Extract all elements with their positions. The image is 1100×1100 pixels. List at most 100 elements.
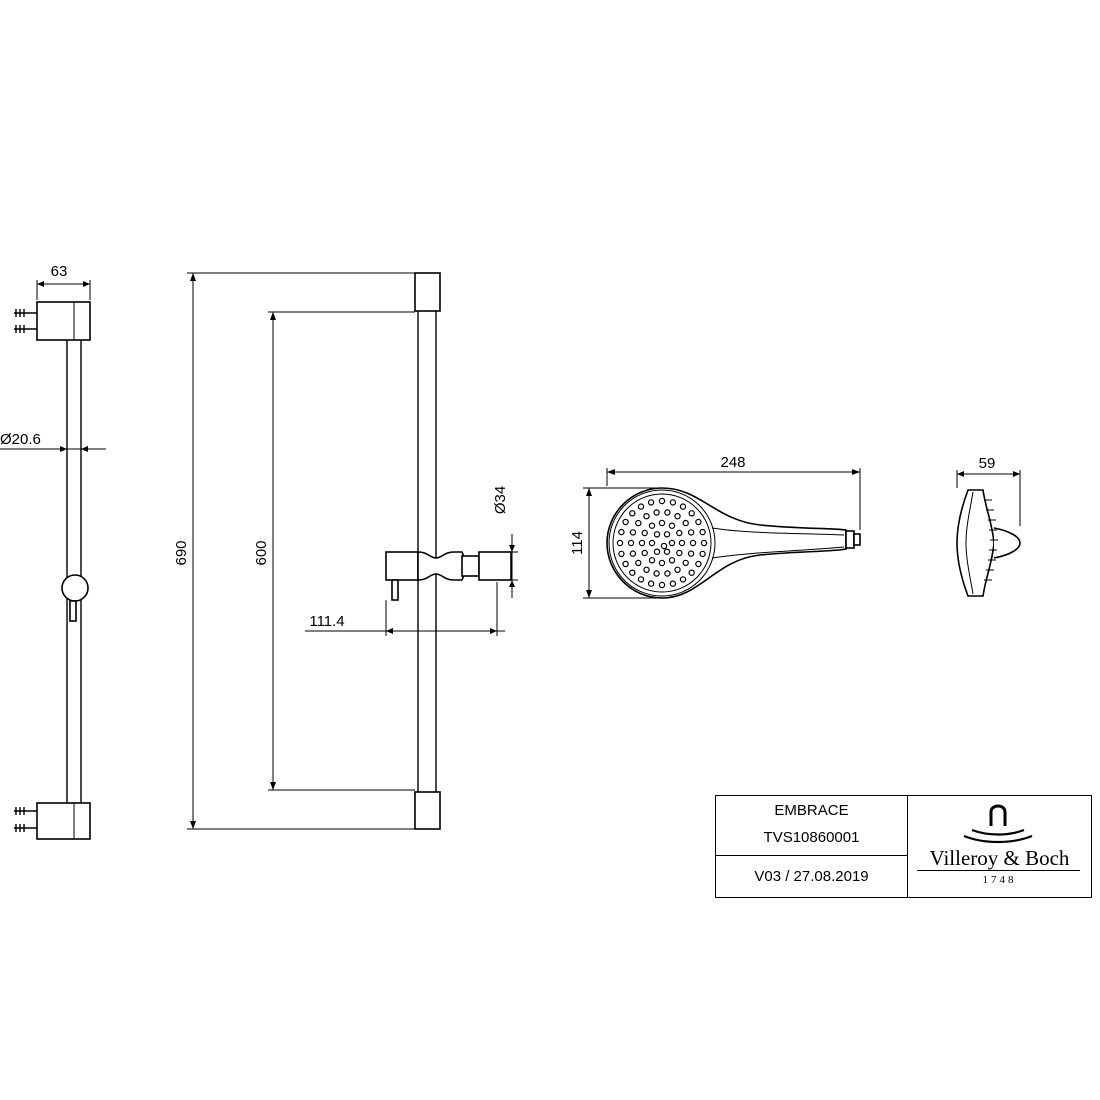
spray-nozzle (637, 576, 645, 583)
head-length-label: 248 (720, 454, 745, 471)
dimension-rail-length-total: 690 (173, 272, 415, 830)
spray-nozzle (643, 513, 650, 520)
spray-nozzle (679, 503, 687, 510)
rail-front-view: 690 600 Ø34 111.4 (173, 272, 518, 830)
product-code: TVS10860001 (763, 829, 860, 846)
head-width-label: 114 (569, 531, 586, 555)
spray-nozzle (674, 566, 681, 574)
brand-logo: Villeroy & Boch 1748 (908, 796, 1091, 897)
spray-nozzle (658, 497, 666, 505)
spray-nozzle (629, 529, 637, 536)
dimension-head-depth: 59 (956, 455, 1021, 526)
spray-nozzle (669, 499, 677, 506)
spray-nozzle (653, 548, 661, 555)
dimension-rail-length-inner: 600 (253, 311, 415, 791)
spray-nozzles (616, 497, 708, 589)
spray-nozzle (647, 499, 655, 506)
bottom-wall-bracket (36, 802, 91, 840)
spray-nozzle (643, 566, 650, 574)
holder-diameter-label: Ø34 (492, 486, 509, 514)
brand-name: Villeroy & Boch (929, 846, 1070, 870)
drawing-version: V03 / 27.08.2019 (754, 868, 869, 885)
spray-nozzle (629, 569, 636, 576)
brand-emblem-icon (963, 804, 1033, 844)
spray-nozzle (669, 580, 677, 587)
spray-nozzle (635, 559, 642, 567)
spray-nozzle (648, 557, 656, 564)
spray-nozzle (660, 542, 668, 550)
spray-nozzle (622, 518, 629, 526)
dimension-rail-diameter: Ø20.6 (0, 431, 106, 452)
spray-nozzle (618, 550, 625, 558)
spray-nozzle (668, 522, 676, 529)
spray-nozzle (688, 510, 695, 517)
title-block: EMBRACE TVS10860001 V03 / 27.08.2019 Vil… (715, 795, 1092, 898)
head-depth-label: 59 (979, 455, 996, 472)
slider-holder (385, 551, 512, 601)
spray-nozzle (637, 503, 645, 510)
spray-nozzle (689, 539, 697, 547)
hand-shower-front-view: 248 114 (569, 454, 861, 599)
spray-nozzle (658, 559, 666, 567)
top-wall-bracket (36, 301, 91, 341)
rail-length-inner-label: 600 (253, 540, 270, 565)
spray-nozzle (687, 550, 695, 557)
spray-nozzle (627, 539, 635, 547)
rail-side-view: 63 Ø20.6 (0, 263, 106, 840)
spray-nozzle (629, 550, 637, 557)
brand-underline (917, 870, 1080, 871)
dimension-head-length: 248 (606, 454, 861, 530)
spray-nozzle (664, 509, 671, 516)
spray-nozzle (678, 539, 686, 547)
product-name: EMBRACE (774, 802, 849, 819)
spray-nozzle (618, 528, 625, 536)
spray-nozzle (676, 549, 683, 557)
spray-nozzle (699, 528, 706, 536)
holder-offset-label: 111.4 (309, 613, 344, 630)
spray-nozzle (658, 581, 666, 589)
spray-nozzle (676, 529, 683, 537)
spray-nozzle (687, 529, 695, 536)
spray-nozzle (616, 539, 624, 547)
spray-nozzle (668, 539, 676, 547)
spray-nozzle (679, 576, 687, 583)
spray-nozzle (647, 580, 655, 587)
spray-nozzle (635, 519, 642, 527)
spray-nozzle (695, 560, 702, 568)
spray-nozzle (641, 529, 648, 537)
spray-nozzle (653, 570, 660, 577)
spray-nozzle (664, 570, 671, 577)
spray-nozzle (668, 557, 676, 564)
dimension-bracket-depth: 63 (36, 263, 91, 300)
top-end-cap (414, 272, 441, 312)
holder-knob (61, 574, 89, 602)
spray-nozzle (682, 519, 689, 527)
spray-nozzle (653, 531, 661, 538)
spray-nozzle (653, 509, 660, 516)
title-block-divider (716, 855, 907, 856)
spray-nozzle (682, 559, 689, 567)
holder-peg (69, 600, 77, 622)
title-block-info: EMBRACE TVS10860001 V03 / 27.08.2019 (716, 796, 908, 897)
bracket-depth-label: 63 (51, 263, 68, 280)
brand-year: 1748 (982, 874, 1017, 886)
bottom-wall-screws (14, 807, 37, 832)
spray-nozzle (638, 539, 646, 547)
spray-nozzle (658, 519, 666, 527)
rail-length-total-label: 690 (173, 540, 190, 565)
spray-nozzle (622, 560, 629, 568)
bottom-end-cap (414, 791, 441, 830)
spray-nozzle (648, 539, 656, 547)
rail-diameter-label: Ø20.6 (0, 431, 41, 448)
spray-nozzle (699, 550, 706, 558)
spray-nozzle (695, 518, 702, 526)
spray-nozzle (663, 548, 671, 555)
dimension-holder-diameter: Ø34 (479, 486, 518, 598)
dimension-head-width: 114 (569, 487, 660, 599)
spray-nozzle (641, 549, 648, 557)
spray-nozzle (674, 513, 681, 520)
spray-nozzle (700, 539, 708, 547)
spray-nozzle (663, 531, 671, 538)
spray-nozzle (629, 510, 636, 517)
